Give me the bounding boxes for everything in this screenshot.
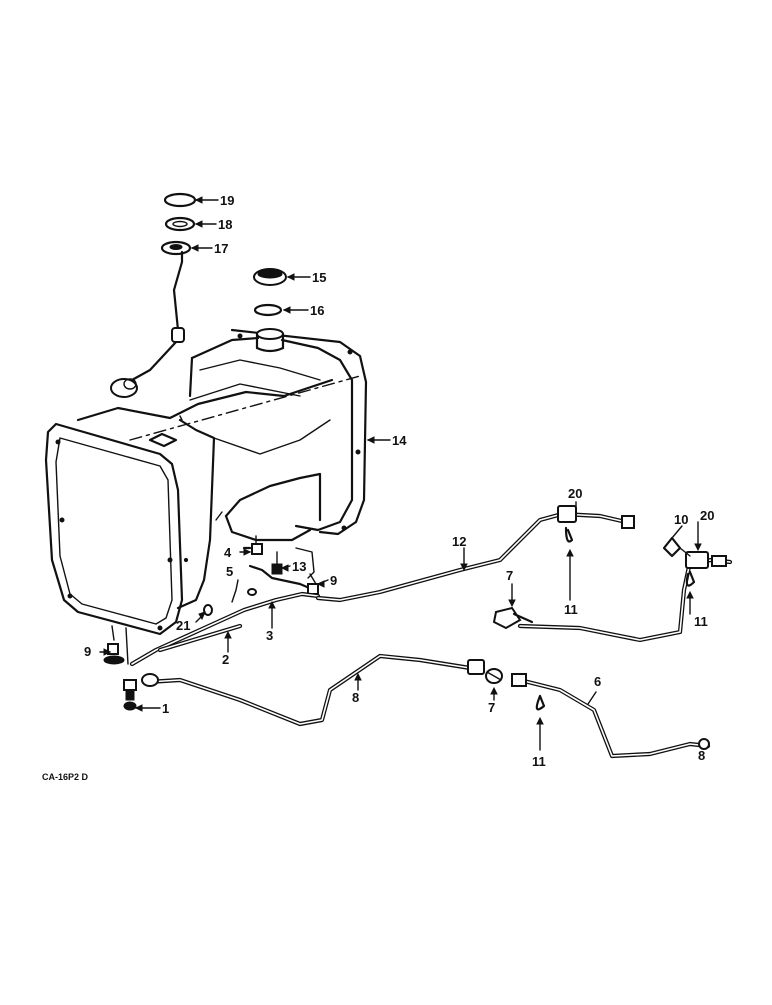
callout-10: 10 [674, 512, 688, 527]
cap-19 [163, 192, 197, 208]
callout-9-tank: 9 [330, 573, 337, 588]
callout-21: 21 [176, 618, 190, 633]
clip-2 [157, 623, 243, 653]
callout-14: 14 [392, 433, 407, 448]
callout-1: 1 [162, 701, 169, 716]
callout-9-drain: 9 [84, 644, 91, 659]
callout-7-lower: 7 [488, 700, 495, 715]
callout-11-upper: 11 [564, 602, 578, 617]
filler-cap-15 [253, 268, 287, 286]
callout-7-upper: 7 [506, 568, 513, 583]
fitting-7-upper [492, 606, 534, 630]
callout-18: 18 [218, 217, 232, 232]
sender-unit-17 [110, 240, 192, 398]
callout-20-right: 20 [700, 508, 714, 523]
callout-17: 17 [214, 241, 228, 256]
callout-20-upper: 20 [568, 486, 582, 501]
gasket-16 [253, 303, 283, 317]
drain-valve-1 [123, 679, 137, 711]
fuel-line-6 [511, 673, 711, 759]
fuel-line-12 [315, 505, 635, 603]
fuel-line-3 [129, 591, 321, 667]
callout-8-end: 8 [698, 748, 705, 763]
callout-15: 15 [312, 270, 326, 285]
callout-19: 19 [220, 193, 234, 208]
callout-3: 3 [266, 628, 273, 643]
gasket-18 [164, 216, 196, 232]
leader-arrows [99, 196, 702, 751]
callout-11-lower: 11 [532, 754, 546, 769]
callout-2: 2 [222, 652, 229, 667]
callout-8-line: 8 [352, 690, 359, 705]
fuel-line-8 [141, 653, 485, 727]
washer-21 [203, 604, 213, 616]
figure-code: CA-16P2 D [42, 772, 89, 782]
callout-13: 13 [292, 559, 306, 574]
callout-12: 12 [452, 534, 466, 549]
fuel-line-right [517, 536, 733, 643]
callout-4: 4 [224, 545, 232, 560]
callout-6: 6 [594, 674, 601, 689]
fitting-7-lower [485, 668, 503, 684]
callout-labels: 19 18 17 15 16 14 20 20 10 12 4 13 5 9 7… [84, 193, 714, 769]
drain-cock-9 [103, 625, 129, 665]
callout-16: 16 [310, 303, 324, 318]
callout-11-right: 11 [694, 614, 708, 629]
fitting-4 [242, 535, 263, 555]
callout-5: 5 [226, 564, 233, 579]
line-5 [231, 564, 316, 603]
